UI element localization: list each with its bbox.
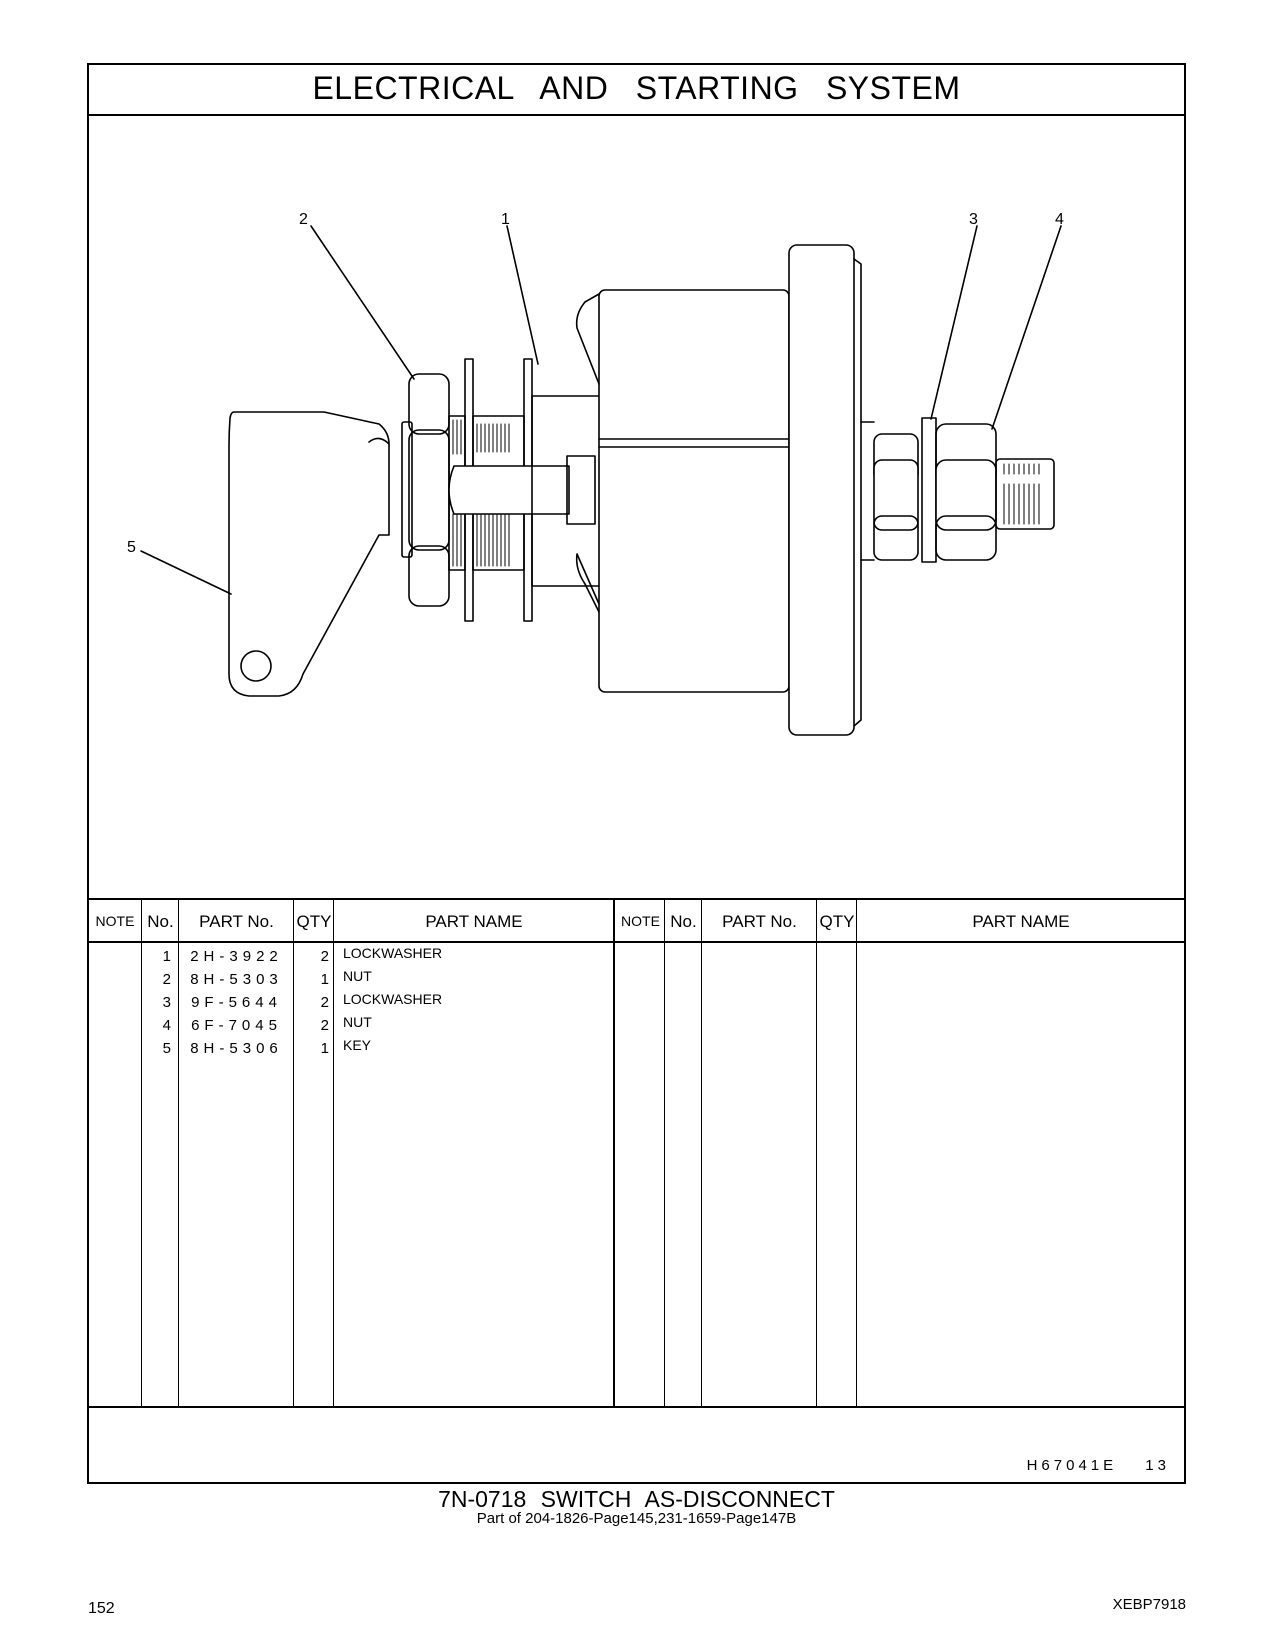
header-note-2: NOTE	[621, 913, 660, 929]
header-qty-cell-2: QTY	[816, 900, 857, 941]
page-number: 152	[88, 1600, 115, 1617]
table-row: 2 8H-5303 1 NUT	[89, 968, 1184, 994]
callout-4: 4	[1055, 211, 1064, 228]
row-part-name: NUT	[343, 968, 372, 984]
header-no-cell-2: No.	[664, 900, 702, 941]
row-part-no: 8H-5303	[190, 971, 283, 988]
table-row: 4 6F-7045 2 NUT	[89, 1014, 1184, 1040]
left-hub-drawing	[401, 358, 601, 622]
row-qty: 2	[320, 1017, 329, 1034]
callout-2: 2	[299, 211, 308, 228]
callout-1: 1	[501, 211, 510, 228]
header-qty-cell: QTY	[293, 900, 334, 941]
row-qty: 2	[320, 994, 329, 1011]
section-title: ELECTRICAL AND STARTING SYSTEM	[312, 70, 961, 106]
header-partno-cell-2: PART No.	[701, 900, 817, 941]
row-no: 5	[162, 1040, 171, 1057]
row-part-name: KEY	[343, 1037, 372, 1053]
row-no: 2	[162, 971, 171, 988]
callout-3: 3	[969, 211, 978, 228]
switch-body-drawing	[575, 244, 862, 736]
assembly-title: 7N-0718 SWITCH AS-DISCONNECT	[438, 1486, 835, 1512]
row-no: 1	[162, 948, 171, 965]
row-part-name: LOCKWASHER	[343, 945, 443, 961]
row-no: 4	[162, 1017, 171, 1034]
header-partname-cell-2: PART NAME	[856, 900, 1185, 941]
row-no: 3	[162, 994, 171, 1011]
header-partno-cell: PART No.	[178, 900, 294, 941]
header-note-cell-2: NOTE	[613, 900, 666, 941]
row-qty: 1	[320, 1040, 329, 1057]
page-frame: ELECTRICAL AND STARTING SYSTEM 2 1 3 4 5	[87, 63, 1186, 1484]
parts-diagram: 2 1 3 4 5	[89, 114, 1184, 896]
row-part-no: 2H-3922	[190, 948, 283, 965]
leader-lines	[140, 225, 1062, 595]
key-drawing	[228, 411, 390, 697]
header-qty: QTY	[296, 912, 332, 931]
document-code: XEBP7918	[1112, 1596, 1186, 1613]
row-part-name: NUT	[343, 1014, 372, 1030]
header-qty-2: QTY	[819, 912, 855, 931]
row-qty: 1	[320, 971, 329, 988]
table-row: 5 8H-5306 1 KEY	[89, 1037, 1184, 1063]
header-no-cell: No.	[141, 900, 179, 941]
right-stud-drawing	[860, 417, 1055, 563]
table-row: 3 9F-5644 2 LOCKWASHER	[89, 991, 1184, 1017]
parts-table-header: NOTE No. PART No. QTY PART NAME NOTE No.…	[89, 898, 1184, 943]
parts-table-body: 1 2H-3922 2 LOCKWASHER 2 8H-5303 1 NUT 3…	[89, 943, 1184, 1408]
header-partname-cell: PART NAME	[333, 900, 614, 941]
header-part-name: PART NAME	[425, 912, 523, 931]
title-bar: ELECTRICAL AND STARTING SYSTEM	[89, 65, 1184, 116]
header-no: No.	[147, 912, 174, 931]
header-no-2: No.	[670, 912, 697, 931]
row-part-name: LOCKWASHER	[343, 991, 443, 1007]
row-part-no: 9F-5644	[191, 994, 282, 1011]
table-row: 1 2H-3922 2 LOCKWASHER	[89, 945, 1184, 971]
illustration-reference: H67041E 13	[1026, 1457, 1170, 1474]
header-part-name-2: PART NAME	[972, 912, 1070, 931]
callout-5: 5	[127, 539, 136, 556]
row-qty: 2	[320, 948, 329, 965]
row-part-no: 6F-7045	[191, 1017, 282, 1034]
row-part-no: 8H-5306	[190, 1040, 283, 1057]
header-note: NOTE	[95, 913, 135, 929]
header-note-cell: NOTE	[89, 900, 141, 941]
header-part-no: PART No.	[199, 912, 274, 931]
assembly-subtitle: Part of 204-1826-Page145,231-1659-Page14…	[476, 1510, 797, 1527]
caption: 7N-0718 SWITCH AS-DISCONNECT Part of 204…	[0, 1487, 1273, 1527]
header-part-no-2: PART No.	[722, 912, 797, 931]
